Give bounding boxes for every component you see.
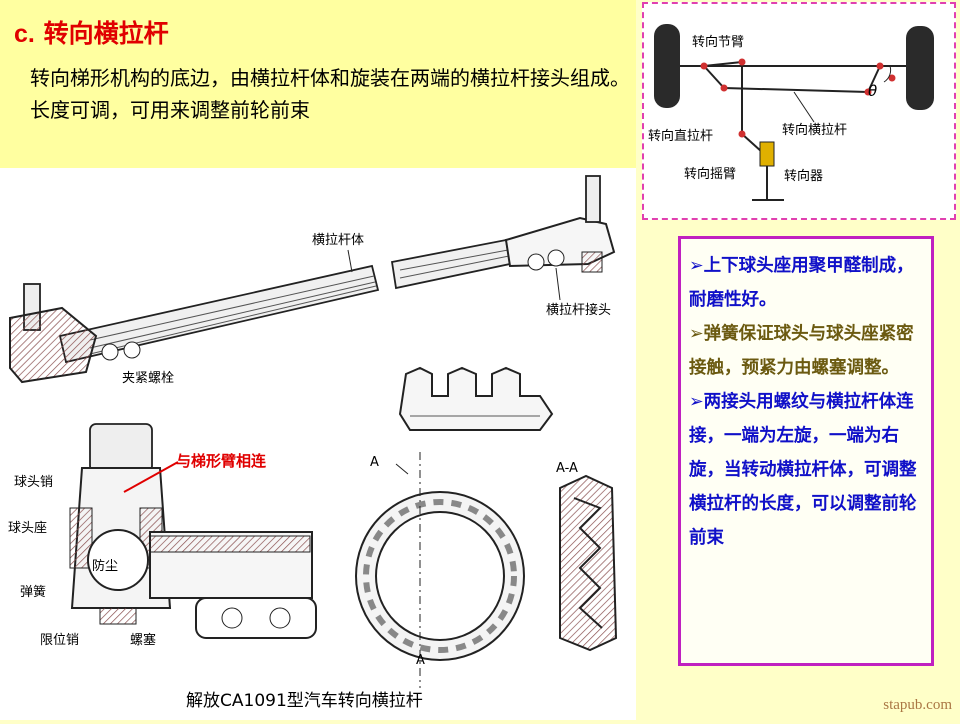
leader-line [793, 91, 815, 123]
leader-line [123, 461, 179, 493]
label-dust-cover: 防尘 [92, 558, 118, 574]
note-ball-seat: ➢上下球头座用聚甲醛制成，耐磨性好。 [689, 256, 914, 310]
tie-rod-body-left [58, 264, 380, 364]
pitman-arm-line [741, 133, 763, 153]
left-wheel [654, 24, 680, 108]
label-plug: 螺塞 [130, 632, 156, 648]
label-tie-rod: 转向横拉杆 [782, 122, 847, 138]
section-title-text: 转向横拉杆 [43, 19, 169, 48]
plug-top-view [398, 366, 554, 431]
label-gear: 转向器 [784, 168, 823, 184]
label-clamp-bolt: 夹紧螺栓 [122, 371, 174, 386]
label-ball-pin: 球头销 [14, 475, 53, 490]
header-panel: c. 转向横拉杆 转向梯形机构的底边，由横拉杆体和旋装在两端的横拉杆接头组成。长… [0, 0, 636, 168]
note-thread: ➢两接头用螺纹与横拉杆体连接，一端为左旋，一端为右旋，当转动横拉杆体，可调整横拉… [689, 392, 917, 548]
joint-dot [738, 130, 746, 138]
joint-dot [876, 62, 884, 70]
label-pitman-arm: 转向摇臂 [684, 166, 736, 182]
joint-dot [864, 88, 872, 96]
notes-box: ➢上下球头座用聚甲醛制成，耐磨性好。 ➢弹簧保证球头与球头座紧密接触，预紧力由螺… [678, 236, 934, 666]
label-connect-arm: 与梯形臂相连 [176, 452, 267, 470]
steering-gear-box [759, 141, 775, 167]
label-tie-rod-body: 横拉杆体 [312, 233, 364, 248]
left-knuckle-arm [703, 65, 725, 89]
label-section-aa: A-A [556, 461, 578, 476]
left-tie-rod-end [9, 283, 141, 384]
watermark: stapub.com [883, 697, 952, 713]
label-theta: θ [868, 82, 877, 100]
drawing-svg: 横拉杆体 横拉杆接头 夹紧螺栓 与梯形臂相连 球头销 球头座 防尘 弹簧 限位销… [8, 175, 618, 711]
right-wheel [906, 26, 934, 110]
label-limit-pin: 限位销 [40, 633, 79, 648]
theta-arc [883, 65, 892, 83]
tie-rod-line [723, 87, 869, 93]
joint-dot [888, 74, 896, 82]
tie-rod-drawing: 横拉杆体 横拉杆接头 夹紧螺栓 与梯形臂相连 球头销 球头座 防尘 弹簧 限位销… [0, 168, 636, 720]
section-ring [355, 452, 525, 688]
label-drag-link: 转向直拉杆 [648, 128, 713, 144]
right-knuckle-arm [867, 65, 881, 93]
ball-joint-section [69, 423, 317, 639]
label-ball-seat: 球头座 [8, 521, 47, 536]
section-title: c. 转向横拉杆 [14, 14, 169, 50]
steering-schematic: 转向节臂 转向直拉杆 转向横拉杆 转向摇臂 转向器 θ [642, 2, 956, 220]
section-aa-view [559, 474, 618, 652]
leader-line [347, 249, 353, 273]
schematic-svg: 转向节臂 转向直拉杆 转向横拉杆 转向摇臂 转向器 θ [648, 24, 934, 201]
label-section-a-top: A [370, 455, 379, 470]
note-spring: ➢弹簧保证球头与球头座紧密接触，预紧力由螺塞调整。 [689, 324, 914, 378]
label-section-a-bottom: A [416, 653, 425, 668]
joint-dot [738, 58, 746, 66]
label-spring: 弹簧 [20, 584, 46, 600]
drawing-caption: 解放CA1091型汽车转向横拉杆 [186, 691, 423, 711]
label-tie-rod-end: 横拉杆接头 [546, 302, 611, 318]
section-prefix: c. [14, 20, 35, 48]
right-tie-rod-end [504, 175, 616, 273]
tie-rod-body-right [390, 238, 512, 290]
joint-dot [700, 62, 708, 70]
leader-line [555, 267, 561, 301]
joint-dot [720, 84, 728, 92]
label-knuckle-arm: 转向节臂 [692, 34, 744, 50]
intro-text: 转向梯形机构的底边，由横拉杆体和旋装在两端的横拉杆接头组成。长度可调，可用来调整… [30, 66, 630, 122]
